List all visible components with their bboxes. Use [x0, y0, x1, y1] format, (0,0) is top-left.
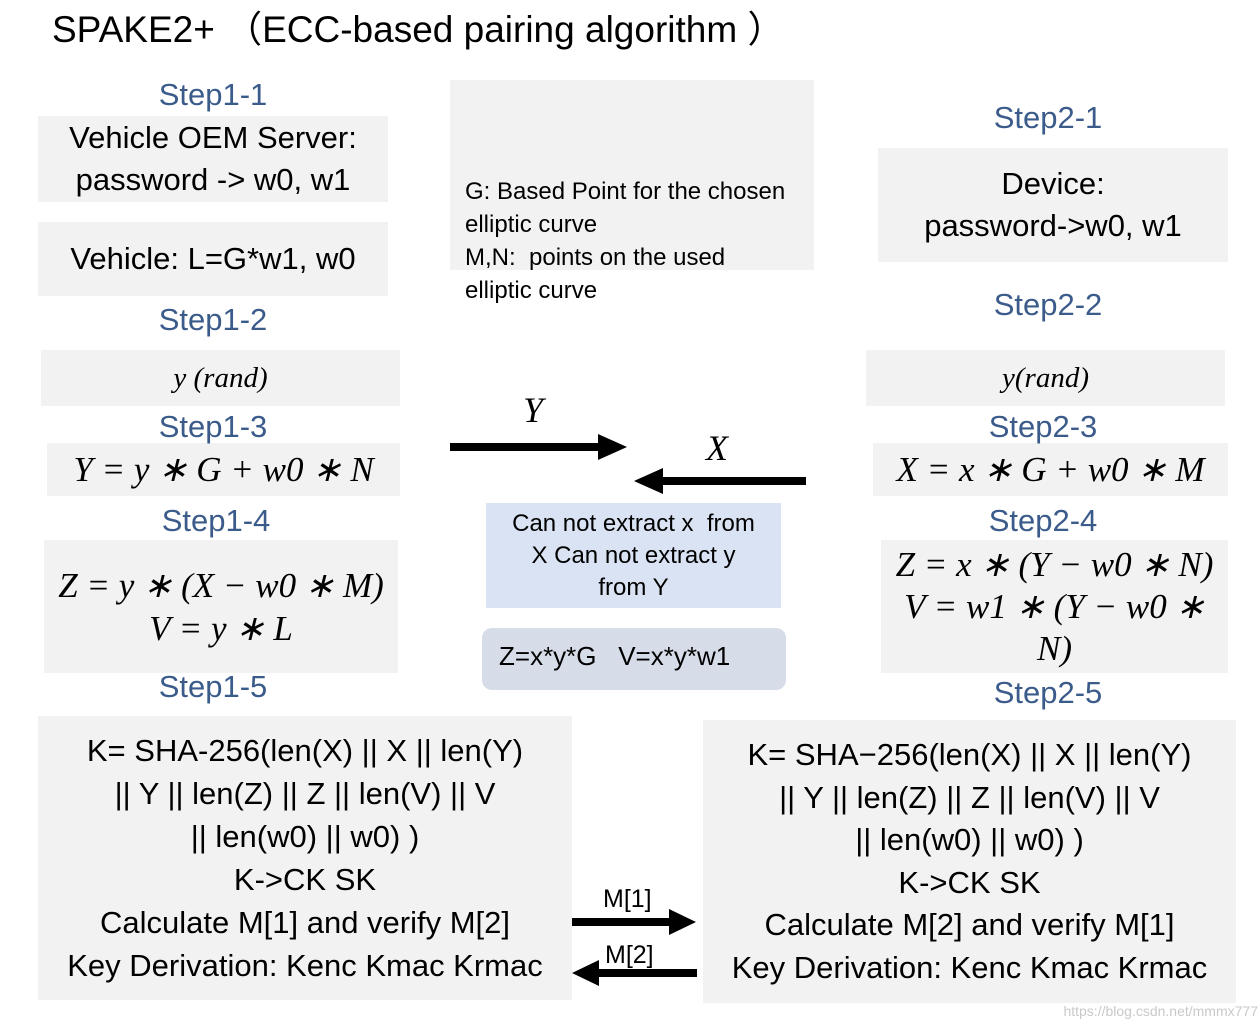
vehicle-key-text: Vehicle: L=G*w1, w0: [70, 241, 356, 276]
device-zv-formula-line: N): [1037, 628, 1072, 668]
device-password-line: Device:: [1001, 166, 1105, 201]
device-zv-formula-line: V = w1 ∗ (Y − w0 ∗: [904, 586, 1205, 626]
vehicle-zv-formula-line: V = y ∗ L: [149, 608, 293, 648]
device-key-derivation-box: K= SHA−256(len(X) || X || len(Y) || Y ||…: [703, 720, 1236, 1003]
device-password-box: Device: password->w0, w1: [878, 148, 1228, 262]
device-key-derivation-line: || Y || len(Z) || Z || len(V) || V: [779, 779, 1160, 815]
definition-line: M,N: points on the used: [465, 244, 726, 271]
device-key-derivation-line: || len(w0) || w0) ): [855, 822, 1084, 857]
step-label-1-4: Step1-4: [161, 503, 271, 538]
shared-secret-box: Z=x*y*G V=x*y*w1: [482, 628, 786, 690]
vehicle-key-derivation-line: Key Derivation: Kenc Kmac Krmac: [67, 948, 543, 983]
vehicle-key-derivation-line: || Y || len(Z) || Z || len(V) || V: [114, 776, 496, 811]
vehicle-key-derivation-box: K= SHA-256(len(X) || X || len(Y) || Y ||…: [38, 716, 572, 1000]
oem-server-line: password -> w0, w1: [75, 162, 351, 197]
definition-line: elliptic curve: [465, 211, 598, 238]
arrow-x-to-vehicle: [634, 468, 806, 494]
device-key-derivation-line: K->CK SK: [898, 864, 1041, 900]
x-message-label: X: [706, 428, 728, 468]
device-x-formula-box: X = x ∗ G + w0 ∗ M: [873, 443, 1228, 496]
m1-message-label: M[1]: [603, 885, 652, 913]
definition-line: G: Based Point for the chosen: [465, 178, 786, 205]
device-key-derivation-line: Calculate M[2] and verify M[1]: [764, 907, 1175, 942]
oem-server-line: Vehicle OEM Server:: [69, 120, 357, 155]
device-password-line: password->w0, w1: [924, 208, 1182, 243]
y-message-label: Y: [523, 390, 544, 430]
step-label-1-1: Step1-1: [158, 77, 268, 112]
step-label-2-1: Step2-1: [993, 100, 1103, 135]
device-key-derivation-line: K= SHA−256(len(X) || X || len(Y): [747, 737, 1192, 772]
diagram-title: SPAKE2+ （ECC-based pairing algorithm ）: [52, 9, 785, 50]
arrow-m1-to-device: [572, 909, 696, 935]
shared-secret-text: Z=x*y*G V=x*y*w1: [499, 640, 731, 671]
device-key-derivation-line: Key Derivation: Kenc Kmac Krmac: [731, 949, 1208, 985]
step-label-2-5: Step2-5: [993, 675, 1103, 710]
device-random-box: y(rand): [866, 350, 1225, 406]
vehicle-key-derivation-line: || len(w0) || w0) ): [190, 819, 420, 854]
vehicle-zv-formula-line: Z = y ∗ (X − w0 ∗ M): [58, 565, 384, 605]
vehicle-y-formula: Y = y ∗ G + w0 ∗ N: [73, 449, 374, 489]
vehicle-y-formula-box: Y = y ∗ G + w0 ∗ N: [47, 443, 400, 496]
m2-message-label: M[2]: [605, 941, 654, 969]
oem-server-box: Vehicle OEM Server: password -> w0, w1: [38, 116, 388, 202]
definition-line: elliptic curve: [465, 277, 598, 304]
vehicle-random-box: y (rand): [41, 350, 400, 406]
security-note-line: from Y: [598, 573, 669, 601]
vehicle-key-derivation-line: Calculate M[1] and verify M[2]: [99, 905, 511, 940]
step-label-2-2: Step2-2: [993, 287, 1103, 322]
security-note-line: X Can not extract y: [531, 541, 736, 569]
vehicle-random-text: y (rand): [173, 361, 268, 394]
security-note-line: Can not extract x from: [512, 509, 755, 537]
device-zv-formula-line: Z = x ∗ (Y − w0 ∗ N): [895, 544, 1214, 584]
vehicle-key-derivation-line: K->CK SK: [233, 862, 377, 897]
device-x-formula: X = x ∗ G + w0 ∗ M: [896, 449, 1205, 489]
security-note-box: Can not extract x from X Can not extract…: [486, 503, 781, 608]
arrow-m2-to-vehicle: [572, 960, 697, 986]
device-random-text: y(rand): [1002, 361, 1089, 394]
vehicle-zv-formula-box: Z = y ∗ (X − w0 ∗ M) V = y ∗ L: [44, 540, 398, 673]
step-label-2-4: Step2-4: [988, 503, 1098, 538]
step-label-1-2: Step1-2: [158, 302, 268, 337]
step-label-2-3: Step2-3: [988, 409, 1098, 444]
watermark-url: https://blog.csdn.net/mmmx777: [1063, 1003, 1258, 1019]
vehicle-key-derivation-line: K= SHA-256(len(X) || X || len(Y): [86, 733, 524, 768]
device-zv-formula-box: Z = x ∗ (Y − w0 ∗ N) V = w1 ∗ (Y − w0 ∗ …: [881, 540, 1228, 673]
step-label-1-5: Step1-5: [158, 669, 268, 704]
vehicle-key-box: Vehicle: L=G*w1, w0: [38, 222, 388, 296]
step-label-1-3: Step1-3: [158, 409, 268, 444]
arrow-y-to-device: [450, 434, 627, 460]
definitions-box: G: Based Point for the chosen elliptic c…: [450, 80, 814, 304]
